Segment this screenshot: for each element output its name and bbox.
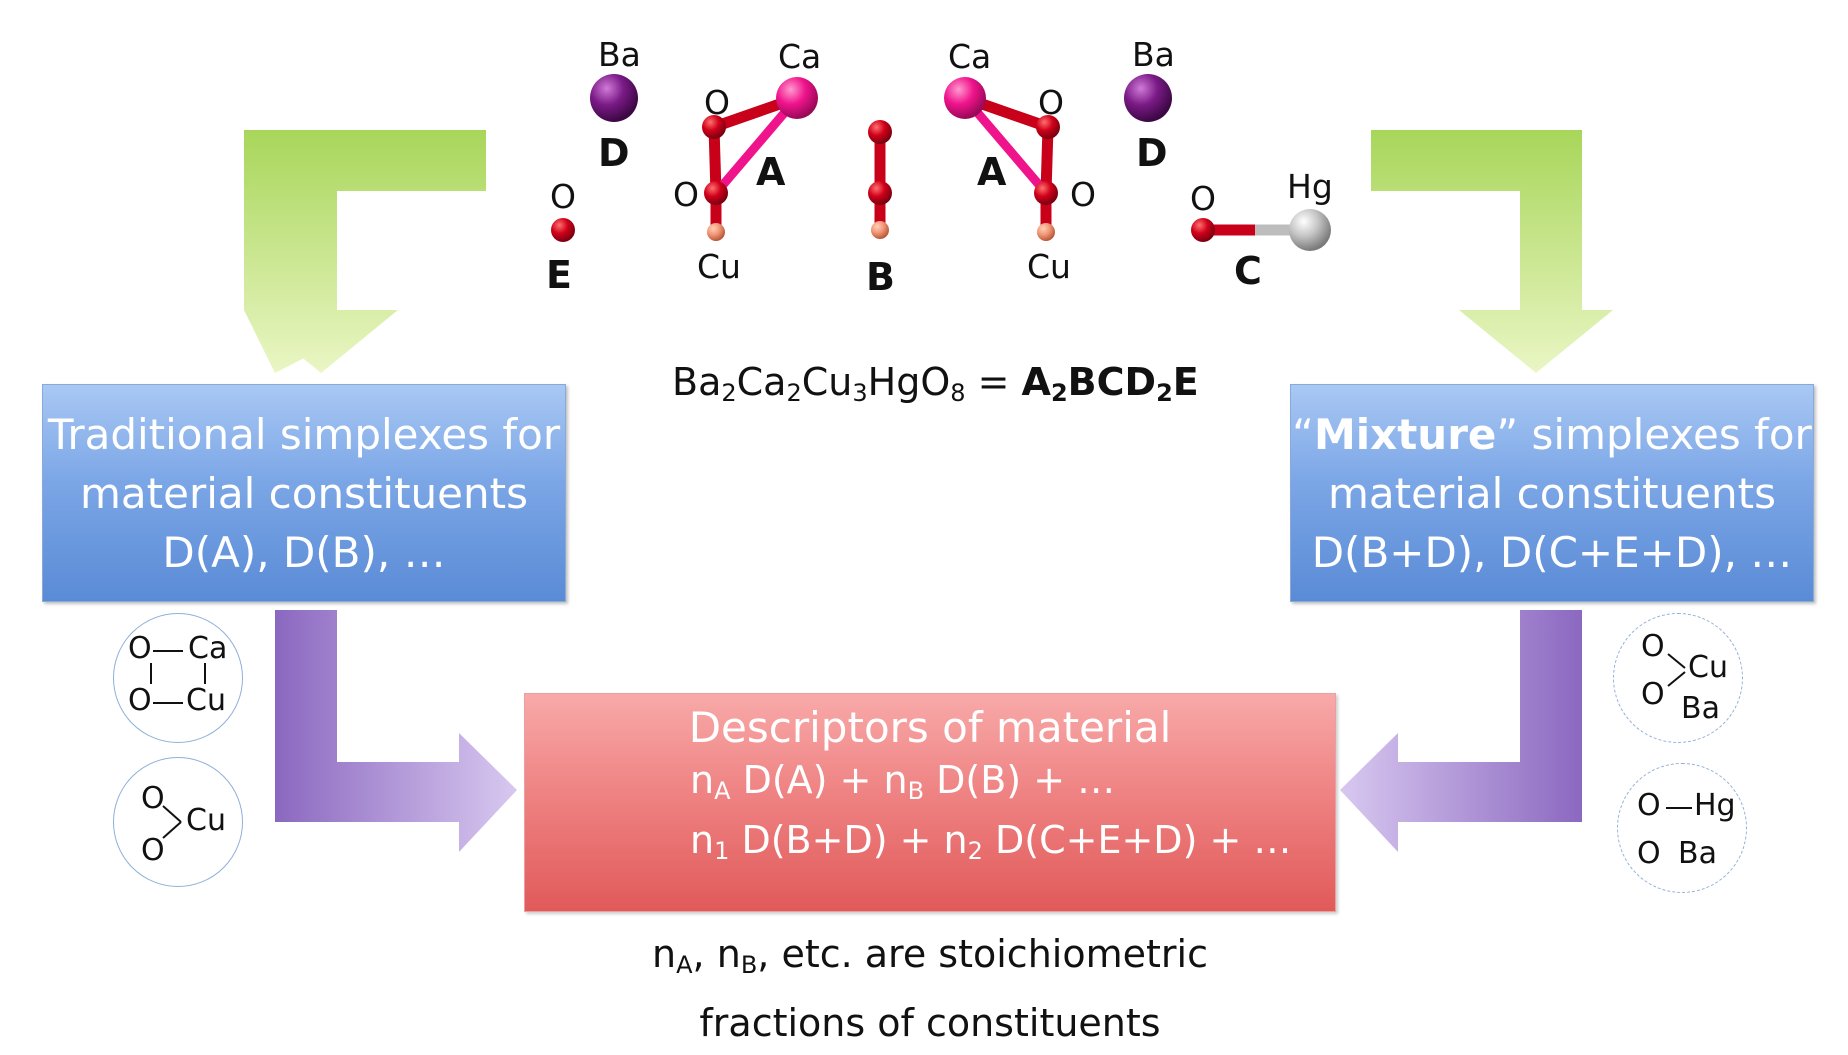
descriptor-equation-1: nA D(A) + nB D(B) + … xyxy=(690,758,1116,805)
group-label-d-left: D xyxy=(598,131,630,175)
circle3-o-top: O xyxy=(1641,629,1665,664)
circle-ohg-oba xyxy=(1617,763,1747,893)
atom-label-ba-left: Ba xyxy=(598,35,641,74)
o-atom-right-top xyxy=(1036,115,1060,139)
mixture-simplexes-box: “Mixture” simplexes for material constit… xyxy=(1290,384,1814,602)
cu-atom-left xyxy=(707,223,725,241)
circle1-ca: Ca xyxy=(188,631,228,666)
o-atom-left-bottom xyxy=(704,181,728,205)
footnote-line-2: fractions of constituents xyxy=(699,1001,1161,1045)
atom-label-ca-left: Ca xyxy=(778,37,822,76)
circle3-cu: Cu xyxy=(1688,650,1728,685)
mixture-line-1: “Mixture” simplexes for xyxy=(1292,409,1812,459)
o-atom-right-bottom xyxy=(1034,181,1058,205)
atom-label-hg-c: Hg xyxy=(1287,167,1333,206)
circle-ring-oca-ocu xyxy=(113,613,243,743)
atom-label-cu-right: Cu xyxy=(1027,247,1071,286)
mixture-line-3: D(B+D), D(C+E+D), … xyxy=(1311,527,1793,577)
o-atom-e xyxy=(551,218,575,242)
o-atom-left-top xyxy=(702,115,726,139)
o-atom-b-top xyxy=(868,120,892,144)
atom-label-ca-right: Ca xyxy=(948,37,992,76)
atom-label-o-left-bottom: O xyxy=(673,175,699,214)
group-label-e: E xyxy=(546,253,572,297)
atom-label-o-e: O xyxy=(550,177,576,216)
footnote: nA, nB, etc. are stoichiometric fraction… xyxy=(580,925,1280,1052)
ba-atom-right xyxy=(1124,74,1172,122)
circle1-cu: Cu xyxy=(186,683,226,718)
circle2-cu: Cu xyxy=(186,803,226,838)
ca-atom-left xyxy=(776,77,818,119)
purple-arrow-right xyxy=(1340,610,1582,852)
atom-label-cu-left: Cu xyxy=(697,247,741,286)
circle4-ba: Ba xyxy=(1678,836,1717,871)
green-arrow-left-shape xyxy=(244,130,486,373)
circle4-o-top: O xyxy=(1637,788,1661,823)
hg-atom-c xyxy=(1289,209,1331,251)
circle-oo-cu-ba xyxy=(1613,613,1743,743)
descriptors-title: Descriptors of material xyxy=(688,703,1172,752)
group-label-c: C xyxy=(1234,249,1262,293)
atom-label-o-left-top: O xyxy=(704,83,730,122)
traditional-line-3: D(A), D(B), … xyxy=(162,527,446,577)
purple-arrow-left xyxy=(275,610,517,852)
circle1-o-bottom: O xyxy=(128,683,152,718)
circle-oo-cu xyxy=(113,757,243,887)
atom-label-o-right-bottom: O xyxy=(1070,175,1096,214)
traditional-line-2: material constituents xyxy=(80,468,528,518)
cu-atom-b xyxy=(871,221,889,239)
ca-atom-right xyxy=(944,77,986,119)
descriptors-box: Descriptors of material xyxy=(524,693,1336,912)
circle3-o-bottom: O xyxy=(1641,677,1665,712)
circle4-o-bottom: O xyxy=(1637,836,1661,871)
atom-label-o-right-top: O xyxy=(1038,83,1064,122)
o-atom-b-bottom xyxy=(868,181,892,205)
cu-atom-right xyxy=(1037,223,1055,241)
traditional-line-1: Traditional simplexes for xyxy=(47,409,561,459)
ba-atom-left xyxy=(590,74,638,122)
group-label-a-left: A xyxy=(756,150,786,194)
circle2-o-top: O xyxy=(141,781,165,816)
o-atom-c xyxy=(1191,218,1215,242)
mixture-line-2: material constituents xyxy=(1328,468,1776,518)
circle4-hg: Hg xyxy=(1694,788,1736,823)
footnote-line-1: nA, nB, etc. are stoichiometric xyxy=(652,932,1208,979)
circle3-ba: Ba xyxy=(1681,691,1720,726)
atom-label-ba-right: Ba xyxy=(1132,35,1175,74)
circle1-o-top: O xyxy=(128,631,152,666)
traditional-simplexes-box: Traditional simplexes for material const… xyxy=(42,384,566,602)
group-label-d-right: D xyxy=(1136,131,1168,175)
group-label-a-right: A xyxy=(977,150,1007,194)
descriptor-equation-2: n1 D(B+D) + n2 D(C+E+D) + … xyxy=(690,818,1292,865)
green-arrow-right-shape xyxy=(1371,130,1613,373)
group-label-b: B xyxy=(866,255,895,299)
circle2-o-bottom: O xyxy=(141,833,165,868)
atom-label-o-c: O xyxy=(1190,179,1216,218)
compound-formula: Ba2Ca2Cu3HgO8 = A2BCD2E xyxy=(672,360,1199,407)
